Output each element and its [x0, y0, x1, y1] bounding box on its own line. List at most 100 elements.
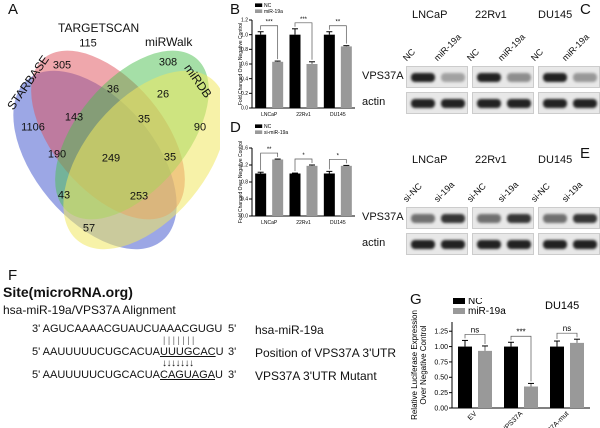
blot-membrane	[538, 92, 600, 114]
y-tick-label: 1.2	[241, 163, 248, 169]
lane-label: NC	[400, 46, 418, 63]
panel-label-a: A	[8, 1, 19, 18]
sequence-end: 5'	[228, 323, 237, 335]
panel-label-c: C	[580, 1, 591, 18]
protein-band	[543, 99, 567, 108]
protein-band	[441, 214, 465, 223]
bar-si-miR-19a	[306, 165, 318, 216]
legend-swatch	[255, 9, 263, 13]
significance-label: *	[337, 153, 340, 159]
blot-row	[406, 92, 600, 114]
protein-band	[411, 240, 435, 249]
bar-NC	[255, 173, 267, 216]
blot-membrane	[406, 92, 468, 114]
sequence: 3' AGUCAAAACGUAUCUAAACGUGU	[32, 323, 223, 335]
protein-label: actin	[362, 237, 386, 249]
blot-row	[406, 233, 600, 255]
legend-swatch	[255, 130, 263, 134]
significance-bracket	[464, 334, 486, 344]
protein-band	[477, 73, 501, 82]
lane-label: miR-19a	[495, 31, 528, 63]
legend-label: miR-19a	[264, 9, 283, 15]
significance-bracket	[294, 158, 313, 172]
venn-count: 190	[47, 148, 67, 161]
y-tick-label: 1.25	[434, 329, 448, 336]
y-tick-label: 0.25	[434, 390, 448, 397]
protein-band	[441, 240, 465, 249]
lane-label: si-19a	[431, 179, 457, 204]
blot-membrane	[472, 92, 534, 114]
protein-band	[507, 99, 531, 108]
bar-NC	[255, 34, 267, 108]
panel-label-g: G	[410, 291, 422, 308]
lane-label: NC	[528, 46, 546, 63]
y-tick-label: 0.6	[241, 62, 248, 68]
y-axis-label: Fold Changed Over Negative Control	[238, 141, 244, 223]
protein-band	[507, 73, 531, 82]
significance-bracket	[294, 22, 313, 60]
x-tick-label: EV	[467, 410, 479, 422]
bar-miR-19a	[478, 350, 492, 408]
venn-count: 308	[158, 56, 178, 69]
x-tick-label: 22Rv1	[296, 220, 311, 226]
legend-swatch	[255, 3, 263, 7]
base-pair-bonds: | | | | | | |	[163, 335, 195, 345]
bar-NC	[289, 173, 301, 216]
venn-set-mirdb	[63, 70, 220, 250]
blot-membrane	[472, 207, 534, 229]
significance-bracket	[260, 25, 279, 60]
blot-membrane	[538, 233, 600, 255]
venn-diagram	[13, 50, 220, 250]
venn-count: 26	[156, 88, 170, 101]
y-axis-label-line: Relative Luciferase Expression	[410, 310, 419, 420]
blot-membrane	[406, 233, 468, 255]
sequence-end: 3'	[228, 346, 237, 358]
bar-miR-19a	[570, 342, 584, 408]
chart-title: DU145	[545, 300, 579, 312]
legend-label: NC	[468, 298, 482, 307]
significance-bracket	[556, 332, 578, 340]
bar-miR-19a	[340, 46, 352, 108]
protein-band	[477, 214, 501, 223]
protein-band	[573, 240, 597, 249]
panel-label-f: F	[8, 267, 18, 284]
bar-NC	[458, 346, 472, 408]
venn-count: 253	[129, 190, 149, 203]
venn-count: 115	[79, 37, 97, 50]
venn-count: 36	[106, 83, 120, 96]
lane-label: miR-19a	[559, 31, 592, 63]
protein-band	[477, 240, 501, 249]
protein-band	[411, 99, 435, 108]
cell-line-label: LNCaP	[412, 154, 448, 166]
y-axis-label-line: Over Negative Control	[419, 325, 428, 404]
bar-si-miR-19a	[272, 159, 284, 216]
bar-NC	[323, 173, 335, 216]
protein-band	[507, 214, 531, 223]
bar-NC	[550, 346, 564, 408]
lane-label: si-19a	[559, 179, 585, 204]
y-tick-label: 0.75	[434, 359, 448, 366]
lane-label: si-19a	[495, 179, 521, 204]
significance-bracket	[260, 152, 279, 171]
legend-label: NC	[264, 124, 272, 130]
venn-count: 43	[57, 189, 71, 202]
y-tick-label: 0.8	[241, 180, 248, 186]
blot-membrane	[406, 66, 468, 88]
blot-membrane	[472, 233, 534, 255]
venn-label-targetscan: TARGETSCAN	[58, 21, 140, 35]
venn-count: 90	[193, 121, 207, 134]
cell-line-label: DU145	[538, 9, 573, 21]
bar-NC	[504, 346, 518, 408]
y-tick-label: 0.2	[241, 91, 248, 97]
protein-band	[441, 73, 465, 82]
y-tick-label: 0.4	[241, 197, 248, 203]
sequence-label: VPS37A 3'UTR Mutant	[255, 369, 377, 383]
protein-label: VPS37A	[362, 211, 404, 223]
bar-miR-19a	[306, 64, 318, 108]
bar-NC	[289, 34, 301, 108]
venn-count: 249	[101, 152, 121, 165]
f-subtitle: hsa-miR-19a/VPS37A Alignment	[3, 303, 176, 317]
